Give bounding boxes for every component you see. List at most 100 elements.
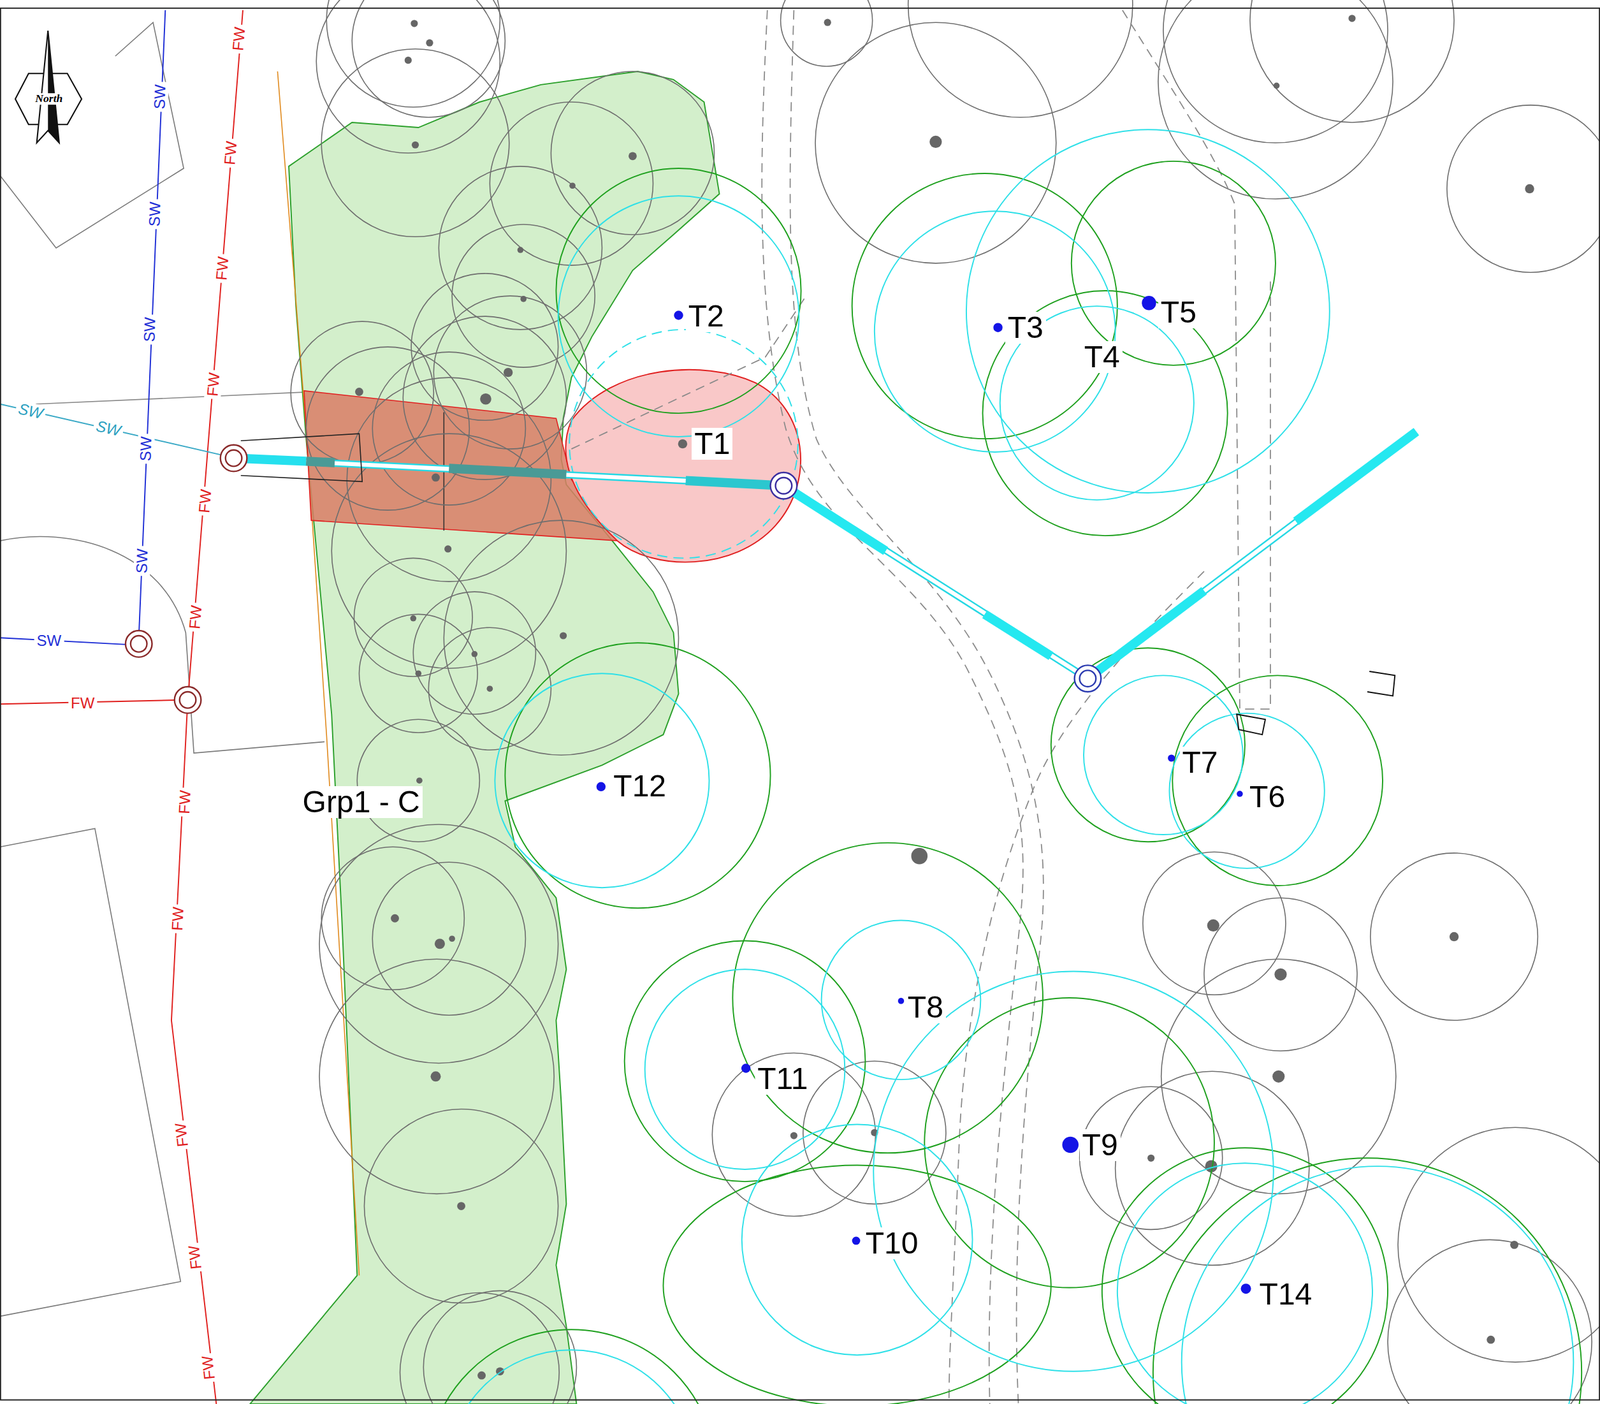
manhole [1079,669,1097,687]
trench-outline [240,433,363,482]
sheet-border [0,8,1600,1400]
tree-crown [428,627,551,750]
tree-crown [372,351,526,505]
tree-crown [331,433,567,669]
trunk-dot [559,631,567,639]
path-edge [790,10,1044,1404]
tree-dot [993,322,1003,332]
tree-crown [402,316,567,480]
tree-crown [1250,0,1455,123]
tree-crown [1387,1239,1592,1404]
tree-crown [1370,852,1539,1020]
service-label: SW [151,81,169,113]
tree-crowns [290,0,1600,1404]
tree-crown [346,377,551,582]
trunk-dots [355,14,1535,1379]
tree-crown [433,295,587,449]
canopy-circle [558,195,800,437]
surface-water-main [0,637,133,645]
service-label: FW [203,369,224,400]
rpa-circle [662,1165,1051,1404]
tree-crown [372,861,526,1015]
north-arrow [15,30,82,143]
tree-label: T11 [754,1062,811,1095]
tree-label: T10 [863,1227,922,1259]
trunk-dot [1272,1070,1285,1083]
tree-dot [596,782,606,792]
trunk-dot [416,777,423,784]
canopy-circle [645,968,846,1170]
tree-label: T6 [1246,780,1288,813]
tree-dot [1241,1283,1252,1294]
tree-dot [741,1063,751,1073]
tree-crown [1163,0,1388,143]
service-label: FW [186,602,206,633]
service-label: FW [168,903,187,934]
tree-dot [898,997,905,1004]
trunk-dot [824,19,832,27]
manhole [179,691,197,709]
rpa-circle [982,290,1228,536]
trunk-dot [355,387,364,396]
service-label: SW [137,434,155,465]
trunk-dot [410,19,418,27]
service-label: FW [68,694,97,712]
drain-pipe [305,460,335,463]
tree-label: T8 [905,991,946,1024]
canopy-circle [966,129,1330,493]
proposed-drain [233,431,1417,679]
tree-label: T14 [1257,1278,1316,1310]
service-label: FW [172,1119,192,1150]
tree-crown [290,321,434,465]
tree-dot [852,1236,861,1245]
path-edge [1122,10,1271,709]
north-label: North [34,93,64,105]
service-label: FW [184,1241,205,1273]
trunk-dot [1524,184,1534,194]
trunk-dot [520,295,527,303]
trunk-dot [410,615,417,622]
trunk-dot [390,914,400,923]
service-label: FW [221,137,241,168]
tree-dot [673,310,683,320]
trunk-dot [487,685,494,692]
drain-pipe [984,613,1052,656]
trunk-dot [1510,1240,1519,1249]
trunk-dot [1273,82,1280,90]
canopy-circle [569,329,799,558]
service-label: SW [133,546,152,577]
trunk-dot [471,650,479,658]
tree-dot [1236,790,1244,797]
canopy-circle [1083,675,1244,835]
tree-crown [363,1109,558,1303]
inspection-chamber [1367,671,1395,696]
service-label: SW [145,198,164,230]
root-protection-circles [426,161,1582,1404]
service-label: FW [212,253,233,284]
trunk-dot [569,182,576,189]
root-protection-area [565,369,801,563]
canopy-circles [446,129,1574,1404]
trunk-dot [503,367,513,377]
drain-pipe [783,485,886,551]
tree-label: T2 [685,300,727,333]
manhole [130,635,148,653]
trunk-dot [448,935,456,942]
manhole [770,472,798,500]
trunk-dot [477,1371,486,1380]
trunk-dot [1274,968,1287,981]
tree-crown [305,346,470,510]
trunk-dot [929,135,942,148]
service-label: FW [175,787,194,818]
footpath-edges [571,10,1271,1404]
drain-pipe [1295,431,1417,522]
service-label: FW [229,23,249,54]
trunk-dot [1486,1335,1495,1344]
tree-group-area [249,71,720,1404]
trunk-dot [434,938,445,949]
trunk-dot [1147,1154,1155,1162]
group-label: Grp1 - C [300,785,423,818]
trunk-dot [457,1201,466,1210]
